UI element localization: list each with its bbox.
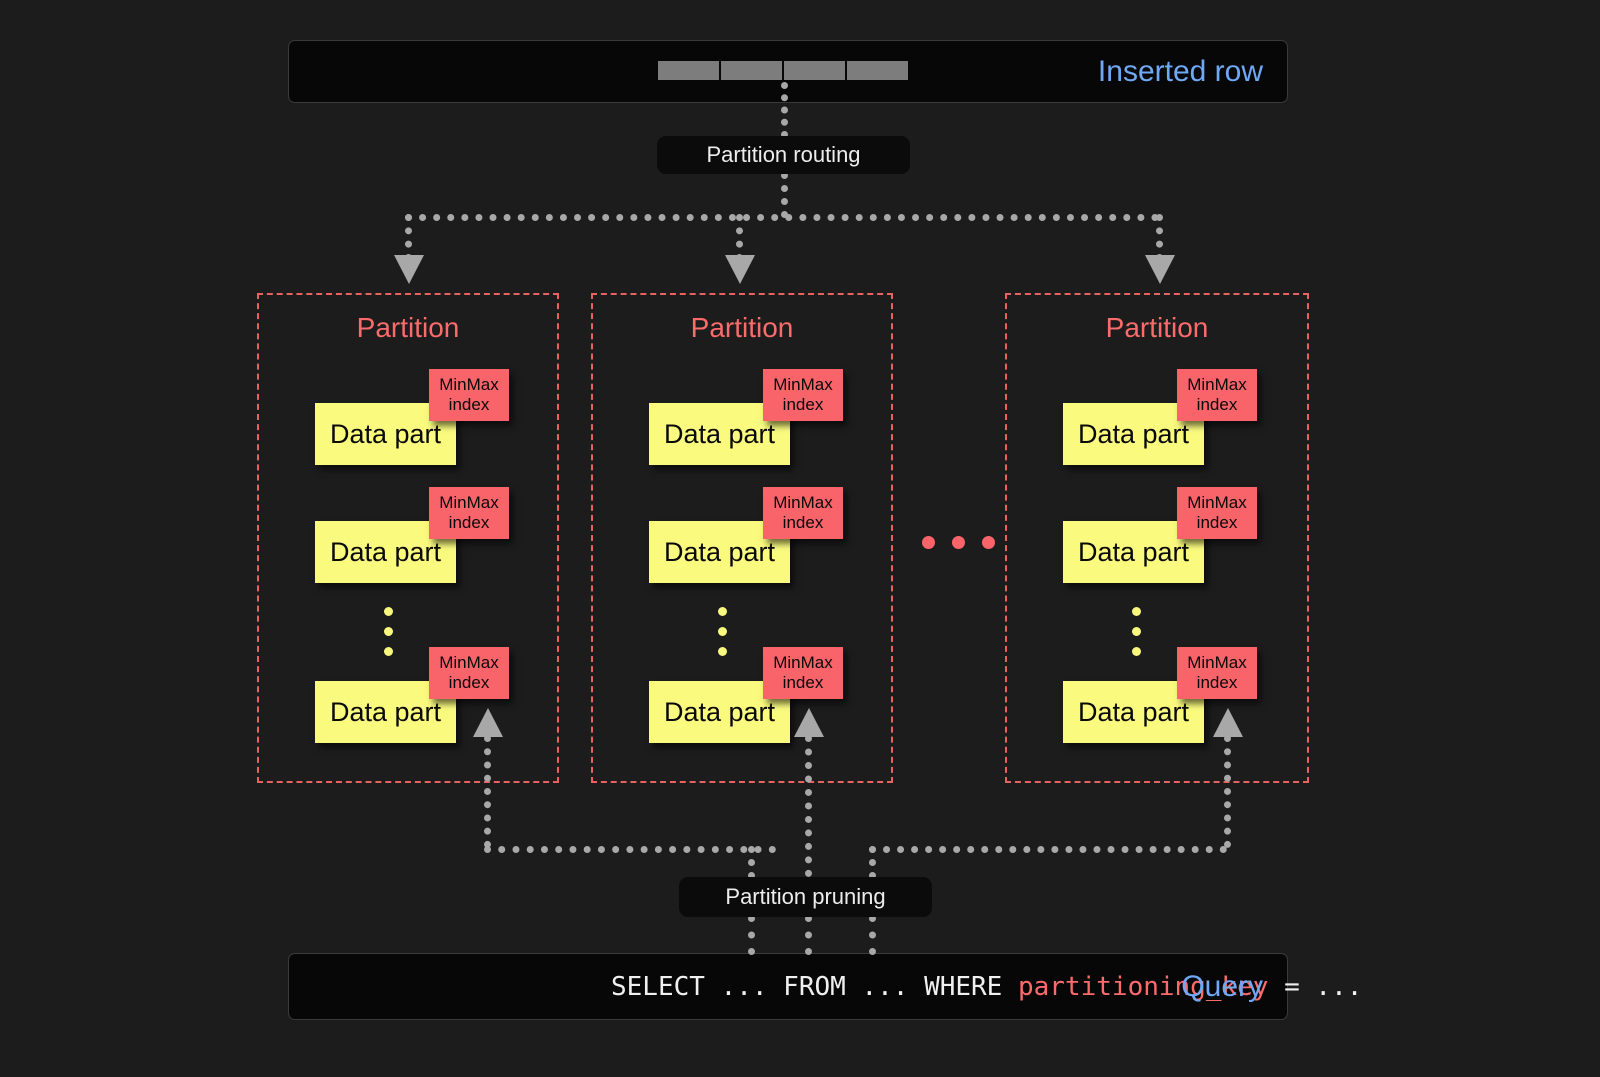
- connector-pruning-to-query-center: [805, 915, 812, 955]
- ellipsis-dot: [384, 627, 393, 636]
- arrow-prune-partition-1: [473, 708, 503, 737]
- connector-to-partition-1: [405, 214, 412, 261]
- connector-row-to-routing: [781, 82, 788, 138]
- ellipsis-dot: [982, 536, 995, 549]
- connector-to-partition-2: [736, 214, 743, 261]
- connector-prune-bus-left: [484, 846, 776, 853]
- partition-title: Partition: [1105, 312, 1209, 343]
- partition-pruning-label: Partition pruning: [725, 884, 886, 909]
- ellipsis-dot: [384, 607, 393, 616]
- row-cell: [847, 61, 908, 80]
- data-part-ellipsis: [1132, 607, 1141, 656]
- connector-to-partition-3: [1156, 214, 1163, 261]
- arrow-to-partition-2: [725, 255, 755, 284]
- ellipsis-dot: [1132, 607, 1141, 616]
- partition-title: Partition: [356, 312, 460, 343]
- connector-bus-left-drop: [748, 846, 755, 879]
- row-cell: [784, 61, 845, 80]
- arrow-to-partition-3: [1145, 255, 1175, 284]
- connector-prune-partition-2: [805, 735, 812, 877]
- partition-routing-box: Partition routing: [657, 136, 910, 174]
- ellipsis-dot: [1132, 627, 1141, 636]
- partition-title: Partition: [690, 312, 794, 343]
- partition-ellipsis: [922, 536, 995, 549]
- inserted-row-cells: [658, 61, 908, 80]
- query-text: SELECT ... FROM ... WHERE partitioning_k…: [611, 972, 1362, 1002]
- row-cell: [721, 61, 782, 80]
- arrow-prune-partition-2: [794, 708, 824, 737]
- inserted-row-bar: Inserted row: [288, 40, 1288, 103]
- query-label: Query: [1181, 969, 1263, 1003]
- connector-pruning-to-query-right: [869, 915, 876, 955]
- query-suffix: = ...: [1268, 971, 1363, 1002]
- ellipsis-dot: [922, 536, 935, 549]
- arrow-to-partition-1: [394, 255, 424, 284]
- data-part-box: Data part: [315, 403, 456, 465]
- connector-distribution-bus: [405, 214, 1159, 221]
- ellipsis-dot: [718, 607, 727, 616]
- ellipsis-dot: [1132, 647, 1141, 656]
- connector-prune-bus-right: [869, 846, 1227, 853]
- ellipsis-dot: [718, 627, 727, 636]
- partition-pruning-box: Partition pruning: [679, 877, 932, 917]
- connector-routing-trunk: [781, 172, 788, 218]
- query-bar: SELECT ... FROM ... WHERE partitioning_k…: [288, 953, 1362, 1020]
- connector-bus-right-drop: [869, 846, 876, 879]
- query-prefix: SELECT ... FROM ... WHERE: [611, 971, 1018, 1002]
- ellipsis-dot: [952, 536, 965, 549]
- inserted-row-label: Inserted row: [1097, 54, 1263, 88]
- row-cell: [658, 61, 719, 80]
- connector-prune-partition-1: [484, 735, 491, 848]
- ellipsis-dot: [718, 647, 727, 656]
- data-part-ellipsis: [718, 607, 727, 656]
- data-part-ellipsis: [384, 607, 393, 656]
- connector-pruning-to-query-left: [748, 915, 755, 955]
- connector-prune-partition-3: [1224, 735, 1231, 848]
- partition-routing-label: Partition routing: [706, 142, 861, 167]
- ellipsis-dot: [384, 647, 393, 656]
- arrow-prune-partition-3: [1213, 708, 1243, 737]
- query-partitioning-key: partitioning_key: [1018, 971, 1269, 1002]
